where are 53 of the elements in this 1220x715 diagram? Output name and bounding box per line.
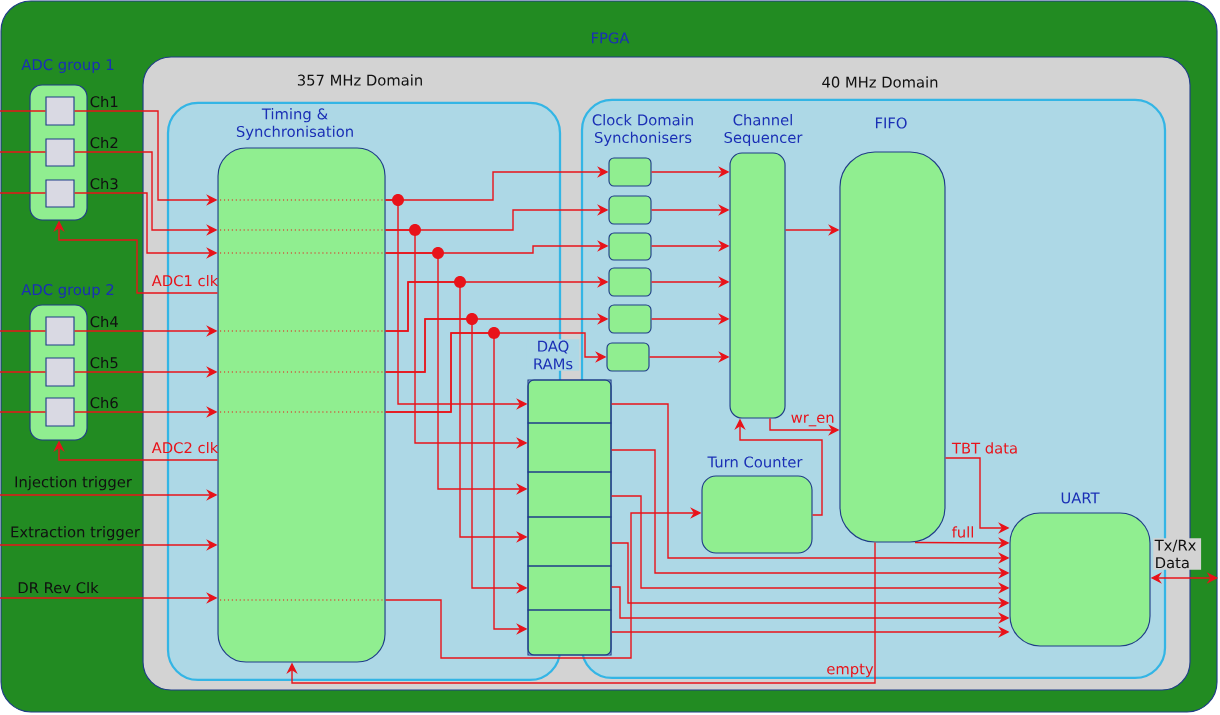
ram-cell xyxy=(527,565,612,611)
signal-line xyxy=(0,151,47,153)
node-label: UART xyxy=(1061,492,1100,504)
node-label: Ch2 xyxy=(90,136,118,149)
signal-line xyxy=(0,411,47,413)
signal-label: TBT data xyxy=(951,442,1017,454)
counter-block: Turn Counter xyxy=(701,456,813,554)
synchroniser-box xyxy=(608,195,652,225)
synchroniser-box xyxy=(608,232,652,261)
signal-line xyxy=(0,110,47,112)
channel-box: Ch1 xyxy=(45,95,118,126)
synchroniser-box xyxy=(608,267,652,297)
signal-label: full xyxy=(951,526,973,538)
channel-box: Ch4 xyxy=(45,315,118,346)
ram-cell xyxy=(527,379,612,424)
node-label: Ch4 xyxy=(90,315,118,328)
signal-label: Extraction trigger xyxy=(11,526,140,541)
channel-box: Ch2 xyxy=(45,136,118,167)
ram-cell xyxy=(527,609,612,656)
synchroniser-box xyxy=(608,304,652,334)
signal-line xyxy=(0,192,47,194)
channel-box: Ch6 xyxy=(45,396,118,427)
node-label: Ch3 xyxy=(90,177,118,190)
synchroniser-box xyxy=(608,157,652,187)
node-label: FIFO xyxy=(875,117,907,129)
channel-box: Ch3 xyxy=(45,177,118,208)
node-label: Turn Counter xyxy=(707,456,803,468)
node-label: Channel Sequencer xyxy=(724,114,803,146)
channel-box: Ch5 xyxy=(45,356,118,387)
fifo-block: FIFO xyxy=(839,117,946,543)
synchroniser-box xyxy=(606,342,650,372)
node-label: Ch1 xyxy=(90,95,118,108)
group-heading: Clock Domain Synchonisers xyxy=(592,114,693,146)
ram-cell xyxy=(527,516,612,567)
node-label: ADC group 2 xyxy=(21,283,114,298)
logic-block: Timing & Synchronisation xyxy=(217,108,386,663)
node-label: DAQ RAMs xyxy=(534,340,573,370)
ram-cell xyxy=(527,422,612,473)
signal-line xyxy=(0,330,47,332)
signal-arrow xyxy=(286,541,876,684)
signal-label: Tx/Rx Data xyxy=(1153,538,1202,570)
ram-block: DAQ RAMs xyxy=(526,339,612,656)
ram-cell xyxy=(527,471,612,518)
node-label: Ch5 xyxy=(90,356,118,369)
signal-label: Injection trigger xyxy=(15,476,132,491)
signal-label: wr_en xyxy=(791,414,834,427)
node-label: Ch6 xyxy=(90,396,118,409)
uart-block: UART xyxy=(1009,492,1151,647)
signal-label: DR Rev Clk xyxy=(18,581,99,594)
signal-line xyxy=(0,371,47,373)
node-label: Timing & Synchronisation xyxy=(236,108,353,140)
node-label: ADC group 1 xyxy=(21,58,114,73)
signal-label: empty xyxy=(827,663,874,678)
